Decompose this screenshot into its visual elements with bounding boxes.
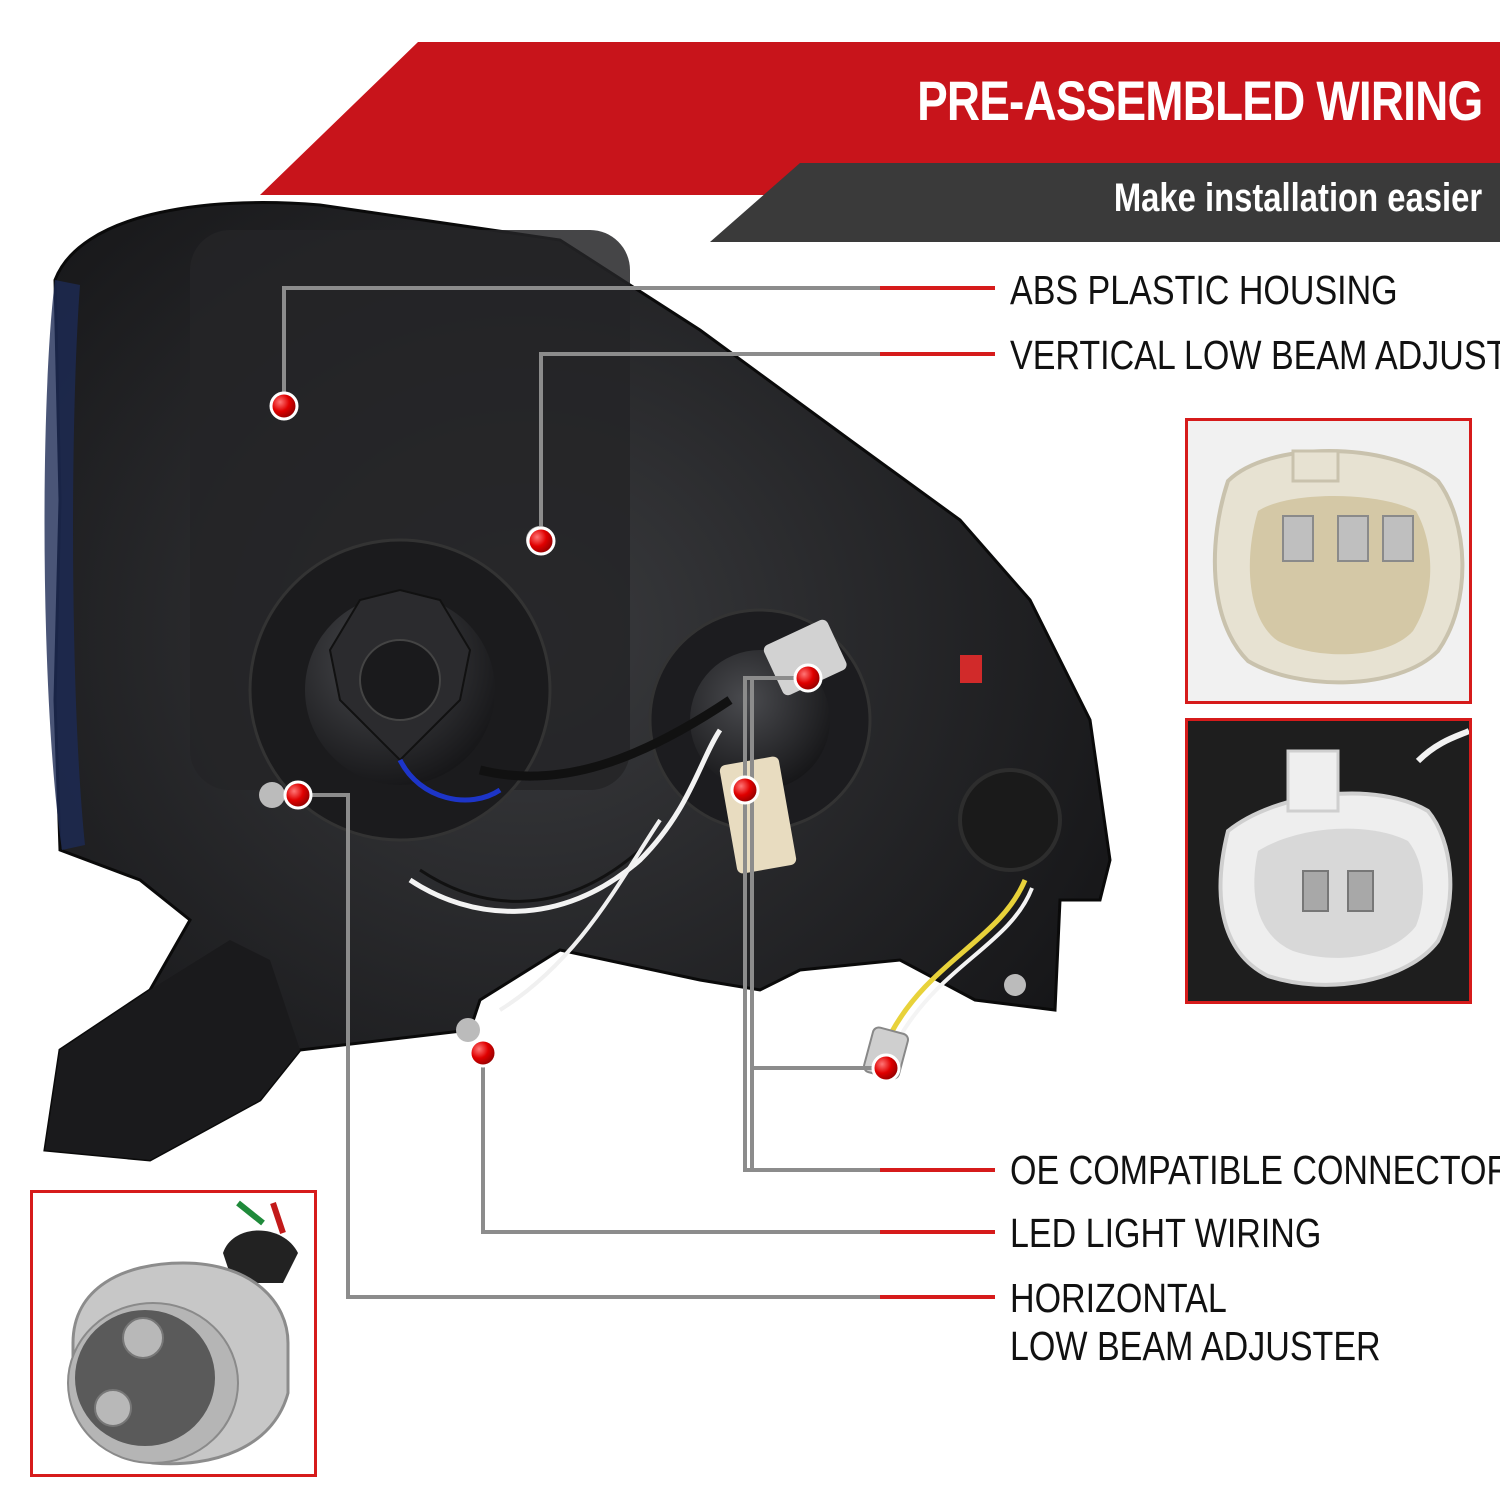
marker-dots: [269, 391, 901, 1083]
inset-bulb-base: [30, 1190, 317, 1477]
bulb-base-closeup: [33, 1193, 314, 1474]
connector-closeup-top: [1188, 421, 1469, 701]
connector-closeup-bottom: [1188, 721, 1469, 1001]
callout-led-wiring: LED LIGHT WIRING: [1010, 1210, 1322, 1256]
callout-horizontal-adjuster: HORIZONTAL LOW BEAM ADJUSTER: [1010, 1274, 1381, 1370]
mounting-bracket: [45, 940, 300, 1160]
callout-oe-connectors: OE COMPATIBLE CONNECTORS: [1010, 1147, 1500, 1193]
callout-horizontal-line2: LOW BEAM ADJUSTER: [1010, 1323, 1381, 1369]
callout-abs-housing: ABS PLASTIC HOUSING: [1010, 267, 1398, 313]
lens-rim: [44, 280, 85, 850]
red-dot-marker-icon: [283, 780, 313, 810]
red-dot-marker-icon: [793, 663, 823, 693]
red-dot-marker-icon: [526, 526, 556, 556]
page-subtitle: Make installation easier: [1113, 176, 1482, 220]
callout-vertical-adjuster: VERTICAL LOW BEAM ADJUSTER: [1010, 332, 1500, 378]
red-dot-marker-icon: [871, 1053, 901, 1083]
inset-connector-top: [1185, 418, 1472, 704]
leader-lines: [282, 286, 995, 1299]
page-title: PRE-ASSEMBLED WIRING: [916, 69, 1483, 132]
bulb-socket-small: [958, 768, 1062, 872]
red-dot-marker-icon: [730, 775, 760, 805]
red-dot-marker-icon: [269, 391, 299, 421]
inset-connector-bottom: [1185, 718, 1472, 1004]
callout-horizontal-line1: HORIZONTAL: [1010, 1275, 1227, 1321]
red-dot-marker-icon: [468, 1038, 498, 1068]
